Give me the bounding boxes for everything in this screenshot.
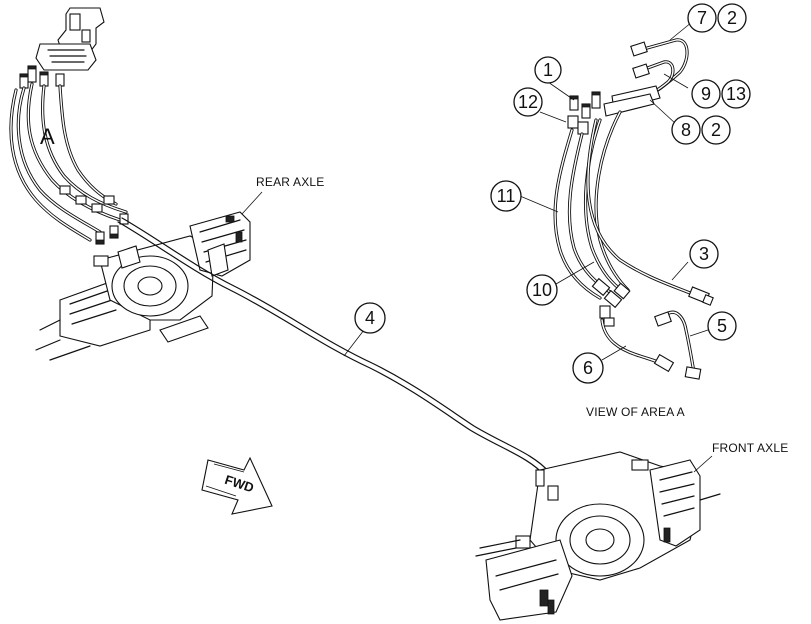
svg-text:3: 3 [699,244,709,264]
svg-text:12: 12 [518,92,538,112]
callout-3: 3 [689,239,719,269]
svg-text:2: 2 [711,120,721,140]
view-of-area-label: VIEW OF AREA A [586,405,685,419]
svg-text:4: 4 [365,308,375,328]
svg-text:8: 8 [681,120,691,140]
svg-text:13: 13 [726,84,746,104]
svg-text:11: 11 [497,186,516,206]
callout-12: 12 [513,87,543,117]
manifold-hose-bundle [9,82,128,242]
callout-4: 4 [354,302,386,334]
callout-leaders [343,21,709,361]
callout-13: 13 [721,79,751,109]
svg-text:9: 9 [701,84,711,104]
rear-axle [35,211,251,361]
rear-fitting-cluster [59,185,129,245]
svg-text:6: 6 [583,358,593,378]
valve-manifold [19,7,105,89]
callout-7: 7 [687,3,717,33]
svg-text:10: 10 [532,280,552,300]
line-4-tube [117,217,556,521]
front-axle-label: FRONT AXLE [712,441,788,455]
callout-2-top: 2 [717,3,747,33]
rear-axle-label: REAR AXLE [256,175,325,189]
svg-text:5: 5 [717,316,727,336]
front-axle-leader [693,455,713,473]
fwd-arrow-icon: FWD [201,456,273,515]
callout-8: 8 [671,115,701,145]
callout-2-bottom: 2 [701,115,731,145]
callout-1: 1 [534,56,562,84]
callout-10: 10 [526,274,558,306]
callout-11: 11 [490,180,522,212]
area-a-letter: A [40,124,55,149]
svg-text:2: 2 [727,8,737,28]
svg-text:7: 7 [697,8,707,28]
callout-6: 6 [572,352,604,384]
svg-text:1: 1 [543,60,553,80]
area-a-detail [553,38,714,380]
front-axle [475,451,721,621]
callout-5: 5 [707,311,737,341]
callout-9: 9 [691,79,721,109]
rear-axle-leader [241,191,263,215]
